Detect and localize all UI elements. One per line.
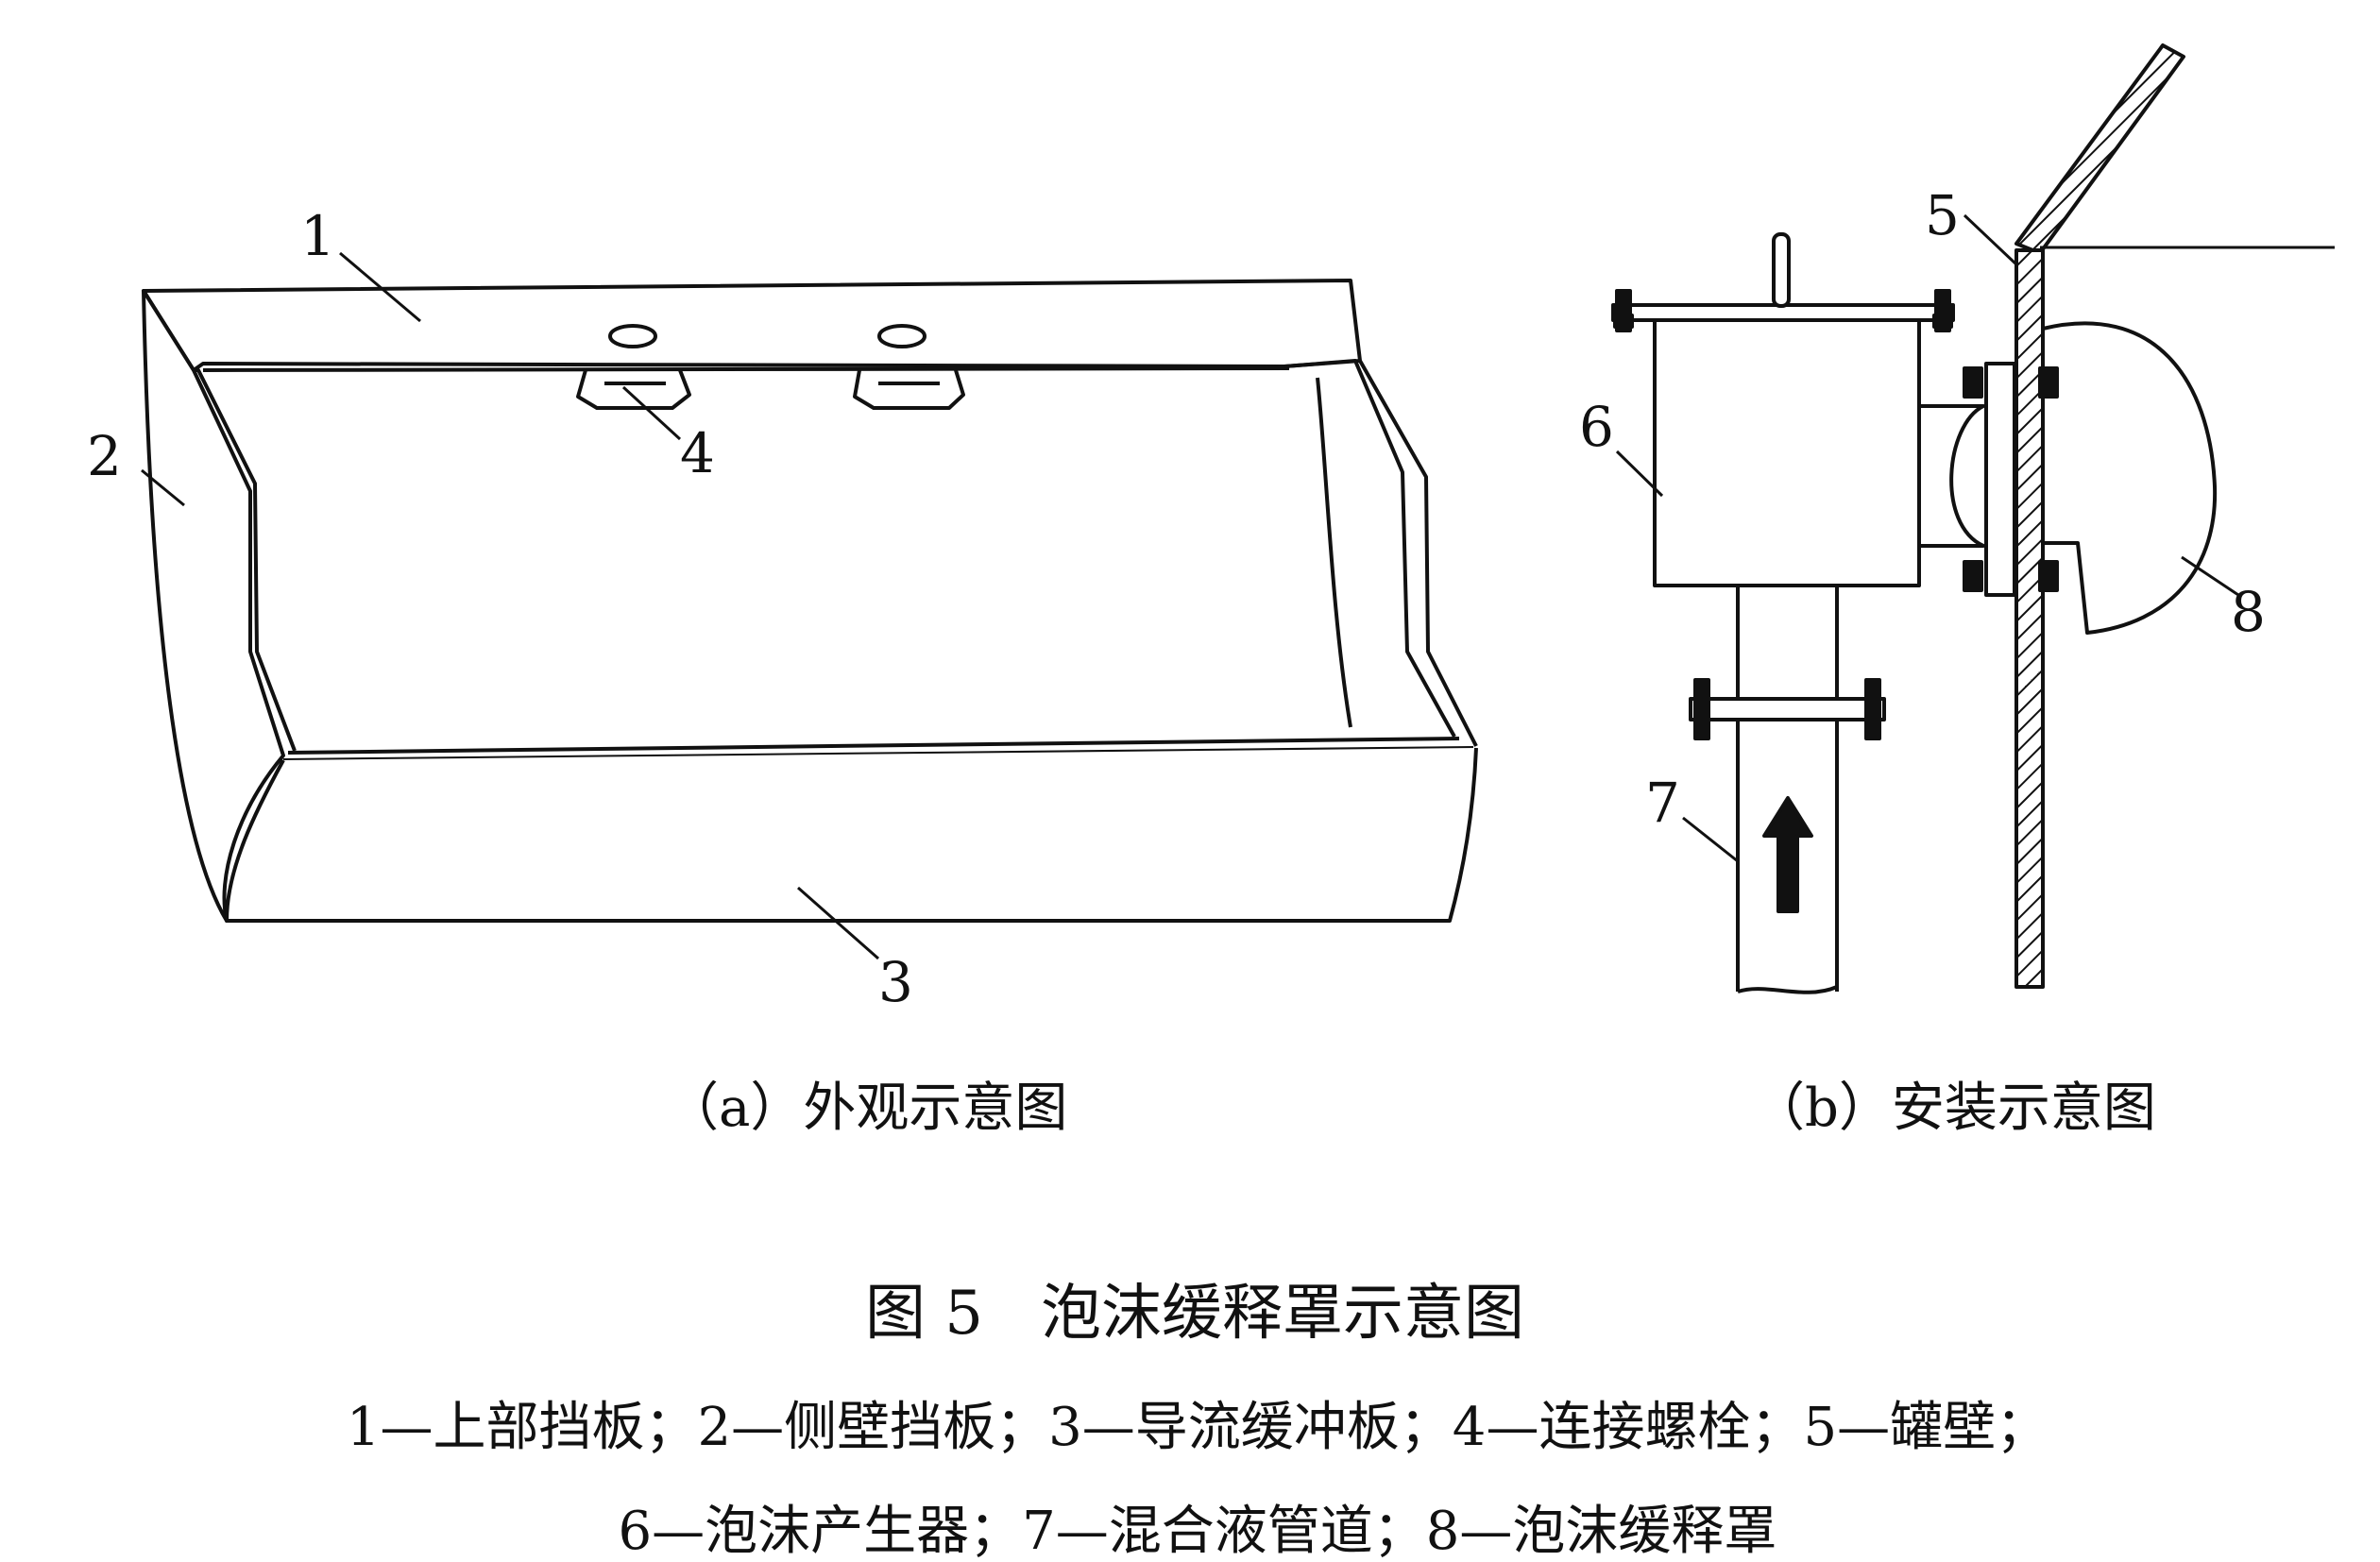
connecting-bolt-1 [576,369,691,410]
label-8: 8 [2231,580,2266,644]
panel-b-installation-diagram [1611,43,2335,994]
panel-a-subtitle: （a）外观示意图 [666,1078,1067,1139]
label-7: 7 [1645,771,1680,835]
label-2: 2 [87,424,122,488]
label-6: 6 [1579,395,1614,459]
label-3: 3 [878,950,913,1014]
label-4: 4 [680,421,715,485]
guide-buffer-plate-shape [225,747,1478,923]
foam-generator [1653,317,1921,587]
top-baffle-shape [142,279,1362,372]
figure-caption: 图 5 泡沫缓释罩示意图 [865,1279,1524,1349]
legend-line-1: 1—上部挡板；2—侧壁挡板；3—导流缓冲板；4—连接螺栓；5—罐壁； [347,1397,2048,1458]
flow-direction-arrow [1762,796,1813,913]
tank-roof-plate [2014,43,2185,255]
label-5: 5 [1925,183,1960,247]
side-baffle-left-shape [142,289,285,923]
tank-wall [2014,248,2045,989]
connecting-bolt-2 [853,369,965,410]
legend-line-2: 6—泡沫产生器；7—混合液管道；8—泡沫缓释罩 [619,1501,1777,1562]
panel-b-subtitle: （b）安装示意图 [1752,1078,2156,1139]
pipe-flange [1689,697,1886,722]
foam-release-hood [2042,321,2218,635]
panel-a-exterior-diagram [141,251,1478,960]
label-1: 1 [300,204,335,268]
